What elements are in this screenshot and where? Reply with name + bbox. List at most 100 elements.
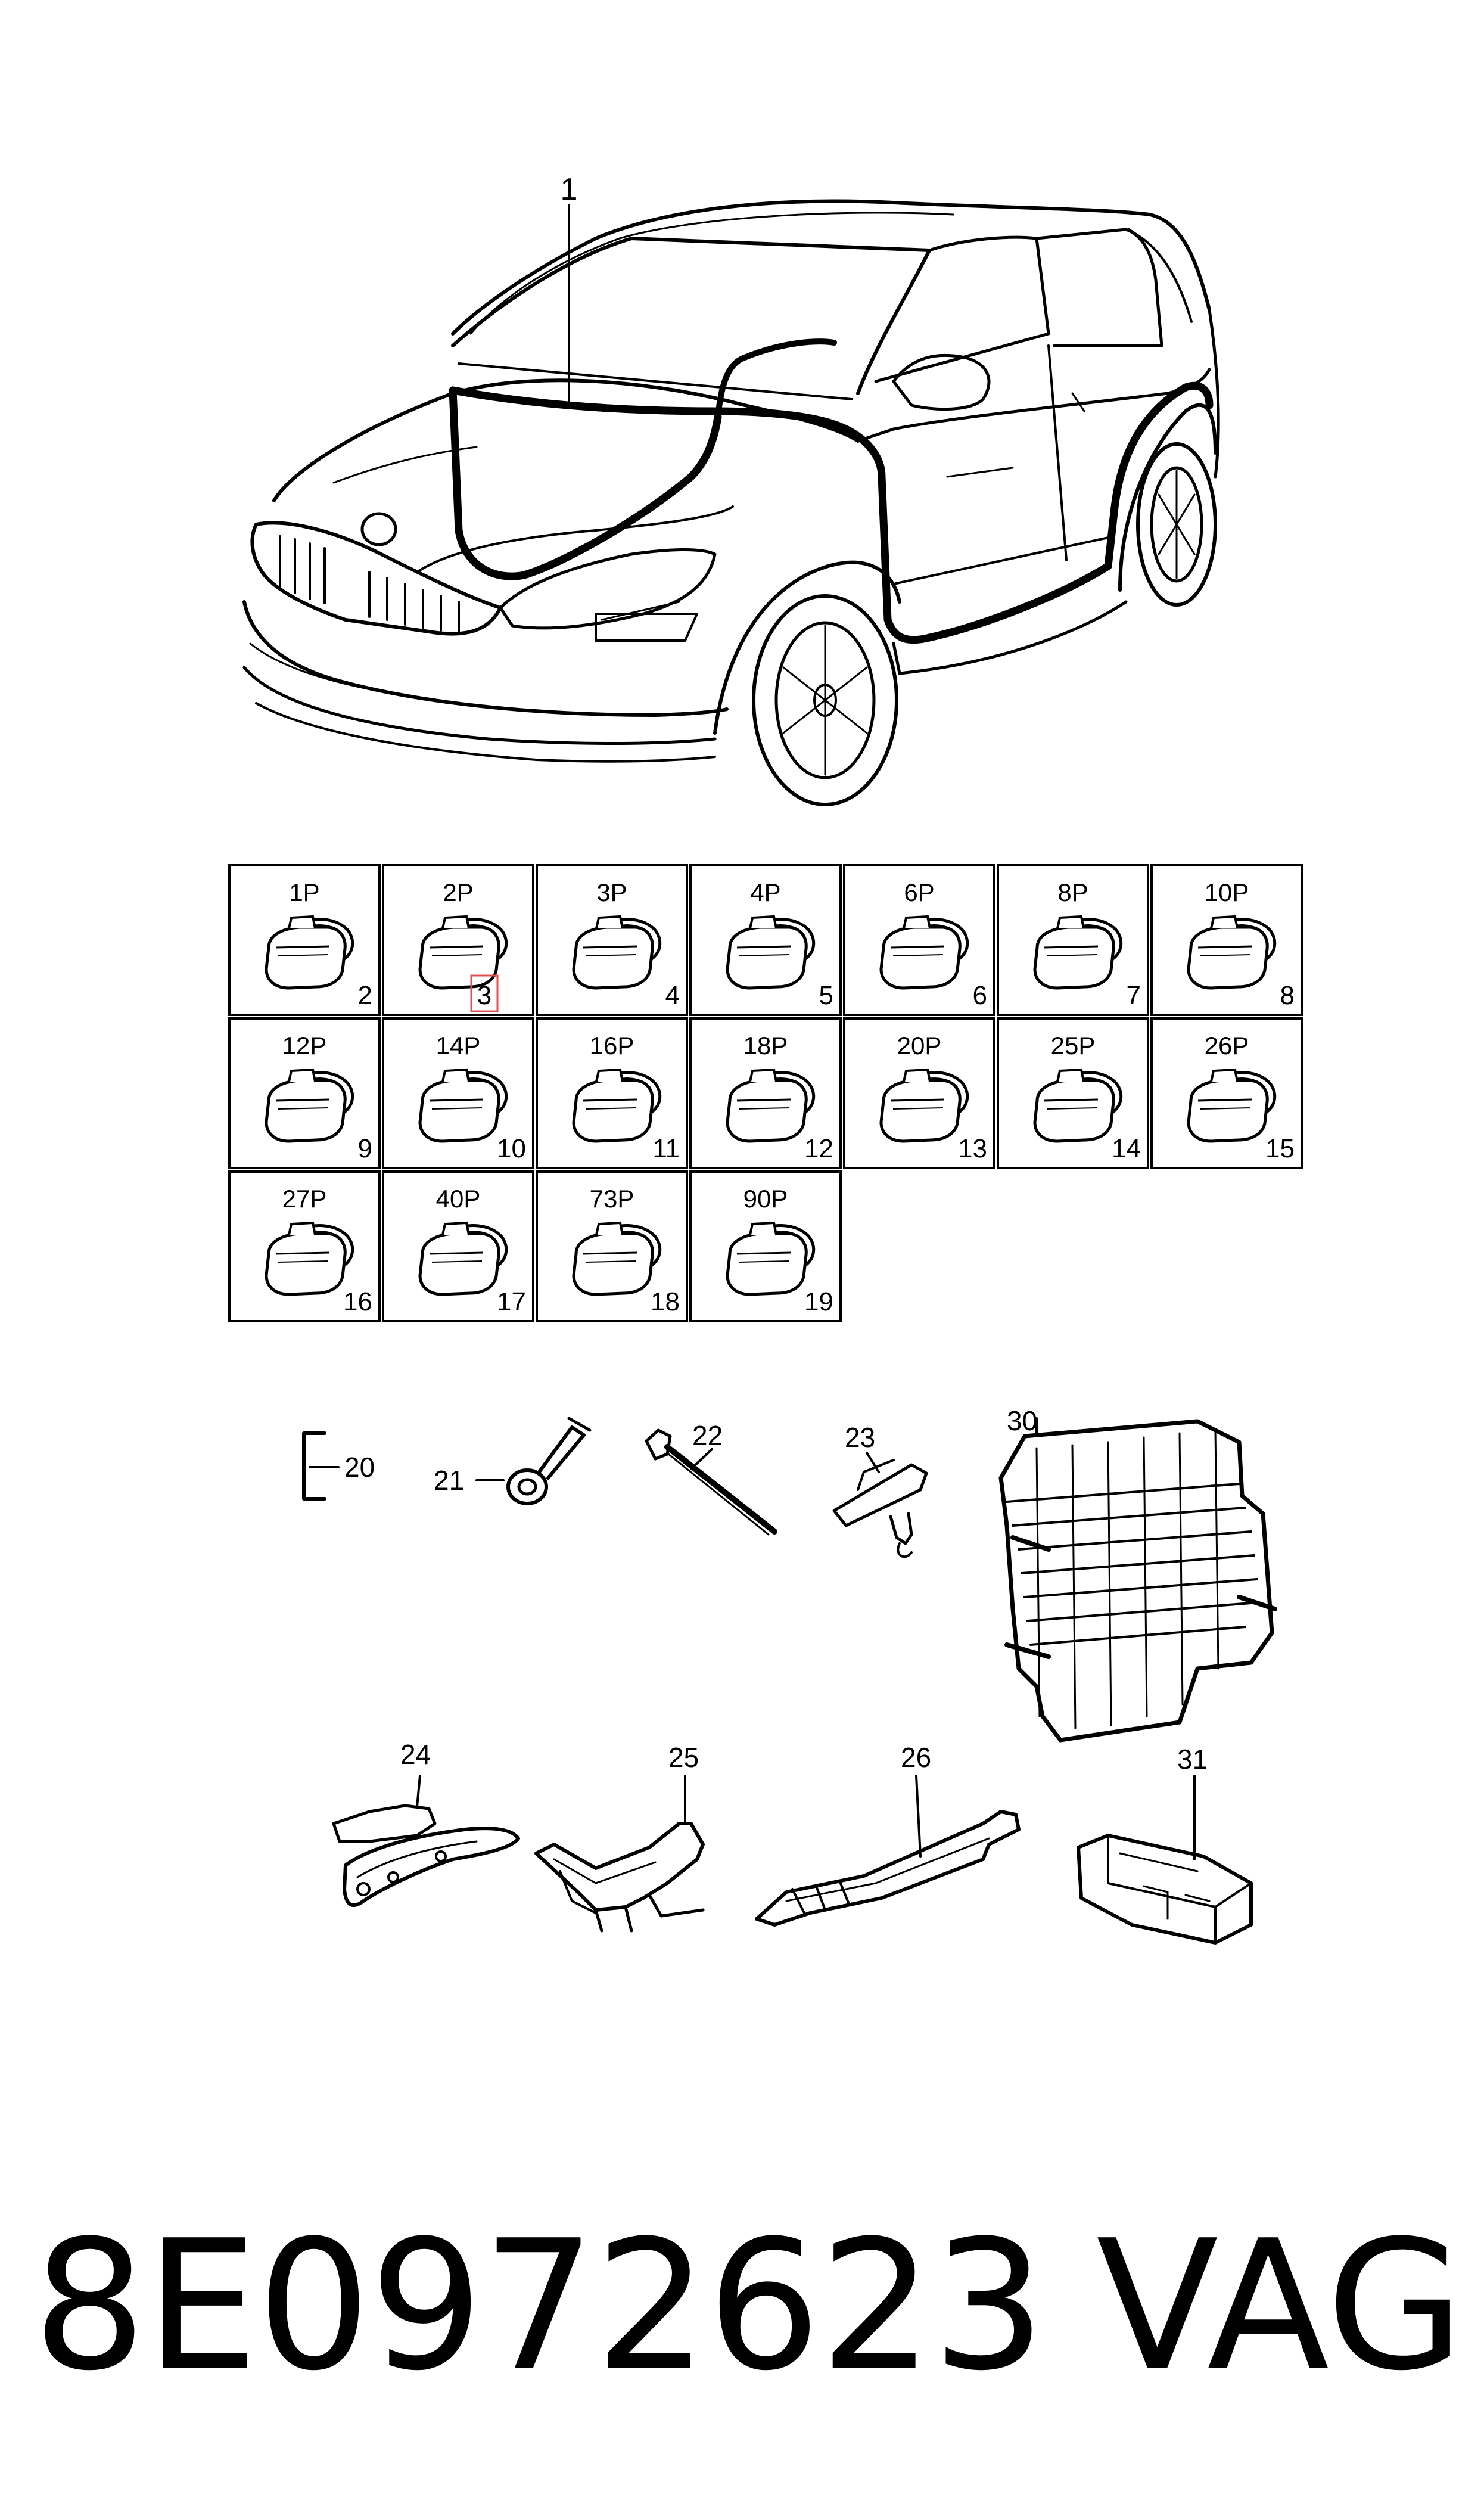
- connector-cell-frame: [382, 864, 534, 1016]
- connector-pin-label: 90P: [743, 1185, 788, 1213]
- connector-part-number: 11: [652, 1134, 680, 1163]
- part-24-label: 24: [400, 1739, 431, 1770]
- connector-cell-frame: [843, 1017, 995, 1169]
- connector-cell-frame: [997, 1017, 1149, 1169]
- connector-icon: [727, 917, 814, 988]
- connector-cell-frame: [228, 1170, 381, 1322]
- connector-part-number: 6: [973, 981, 987, 1010]
- vehicle-illustration: [242, 199, 1220, 806]
- connector-cell: 4P 5: [689, 864, 842, 1016]
- connector-icon: [1035, 917, 1121, 988]
- connector-icon: [266, 1070, 353, 1141]
- connector-cell-frame: [536, 1017, 688, 1169]
- connector-pin-label: 8P: [1057, 878, 1088, 906]
- connector-icon: [574, 1070, 660, 1141]
- part-30-label: 30: [1007, 1405, 1037, 1436]
- connector-part-number: 14: [1112, 1134, 1141, 1163]
- connector-part-number: 12: [804, 1134, 833, 1163]
- part-22-label: 22: [692, 1420, 723, 1451]
- connector-icon: [266, 917, 353, 988]
- part-21-label: 21: [434, 1465, 464, 1496]
- connector-part-number: 16: [343, 1287, 372, 1316]
- connector-icon: [574, 917, 660, 988]
- connector-part-number: 19: [804, 1287, 833, 1316]
- connector-pin-label: 16P: [590, 1032, 634, 1060]
- part-number: 8E0972623: [33, 2202, 1046, 2410]
- connector-part-number: 9: [358, 1134, 372, 1163]
- connector-cell-frame: [536, 864, 688, 1016]
- connector-icon: [420, 1223, 506, 1294]
- connector-pin-label: 40P: [436, 1185, 481, 1213]
- connector-icon: [420, 917, 506, 988]
- brand-name: VAG: [1096, 2202, 1465, 2410]
- connector-part-number: 4: [665, 981, 680, 1010]
- connector-cell: 73P 18: [536, 1170, 688, 1322]
- part-26-label: 26: [901, 1742, 931, 1773]
- connector-icon: [574, 1223, 660, 1294]
- connector-pin-label: 14P: [436, 1032, 481, 1060]
- part-26: [755, 1775, 1021, 1927]
- part-23-label: 23: [845, 1422, 875, 1453]
- connector-pin-label: 10P: [1205, 878, 1249, 906]
- connector-cell-frame: [536, 1170, 688, 1322]
- connector-pin-label: 26P: [1205, 1032, 1249, 1060]
- part-23: [832, 1452, 928, 1558]
- connector-cell: 14P 10: [382, 1017, 534, 1169]
- parts-group: [302, 1417, 1277, 1945]
- connector-part-number: 5: [819, 981, 833, 1010]
- part-24: [332, 1775, 520, 1908]
- connector-cell-frame: [689, 1017, 842, 1169]
- connector-part-number: 15: [1265, 1134, 1295, 1163]
- part-21: [475, 1417, 592, 1505]
- connector-cell-frame: [843, 864, 995, 1016]
- connector-cell: 25P 14: [997, 1017, 1149, 1169]
- connector-part-number: 8: [1280, 981, 1295, 1010]
- connector-pin-label: 12P: [282, 1032, 327, 1060]
- connector-cell: 40P 17: [382, 1170, 534, 1322]
- part-25-label: 25: [668, 1742, 699, 1773]
- connector-pin-label: 4P: [750, 878, 780, 906]
- part-1-label: 1: [561, 172, 578, 207]
- connector-cell: 12P 9: [228, 1017, 381, 1169]
- connector-part-number: 18: [651, 1287, 680, 1316]
- connector-icon: [881, 917, 967, 988]
- connector-cell: 6P 6: [843, 864, 995, 1016]
- connector-pin-label: 25P: [1051, 1032, 1096, 1060]
- connector-cell: 8P7: [997, 864, 1149, 1016]
- connector-icon: [881, 1070, 967, 1141]
- part-20-label: 20: [344, 1452, 375, 1483]
- part-20: [302, 1431, 340, 1501]
- connector-cell-frame: [689, 864, 842, 1016]
- connector-cell-frame: [689, 1170, 842, 1322]
- connector-icon: [1189, 917, 1275, 988]
- connector-pin-label: 73P: [590, 1185, 634, 1213]
- connector-cell-frame: [997, 864, 1149, 1016]
- connector-part-number: 17: [497, 1287, 526, 1316]
- part-30: [998, 1417, 1277, 1743]
- connector-cell: 16P 11: [536, 1017, 688, 1169]
- connector-cell: 1P 2: [228, 864, 381, 1016]
- connector-cell: 26P 15: [1150, 1017, 1303, 1169]
- connector-pin-label: 1P: [289, 878, 319, 906]
- connector-grid: 1P22P33P44P56P68P710P812P914P1016P1118P1…: [228, 864, 1303, 1322]
- connector-part-number: 13: [958, 1134, 987, 1163]
- connector-part-number: 3: [477, 981, 491, 1010]
- connector-icon: [1189, 1070, 1275, 1141]
- connector-icon: [727, 1070, 814, 1141]
- highlight-box: [470, 974, 499, 1012]
- connector-pin-label: 18P: [743, 1032, 788, 1060]
- connector-cell: 10P 8: [1150, 864, 1303, 1016]
- connector-icon: [1035, 1070, 1121, 1141]
- connector-cell: 18P 12: [689, 1017, 842, 1169]
- connector-cell: 3P4: [536, 864, 688, 1016]
- connector-icon: [266, 1223, 353, 1294]
- connector-pin-label: 6P: [904, 878, 934, 906]
- connector-cell-frame: [382, 1017, 534, 1169]
- connector-pin-label: 27P: [282, 1185, 327, 1213]
- connector-pin-label: 2P: [443, 878, 473, 906]
- part-31: [1077, 1775, 1253, 1945]
- connector-part-number: 10: [497, 1134, 526, 1163]
- connector-part-number: 2: [358, 981, 372, 1010]
- connector-pin-label: 20P: [897, 1032, 942, 1060]
